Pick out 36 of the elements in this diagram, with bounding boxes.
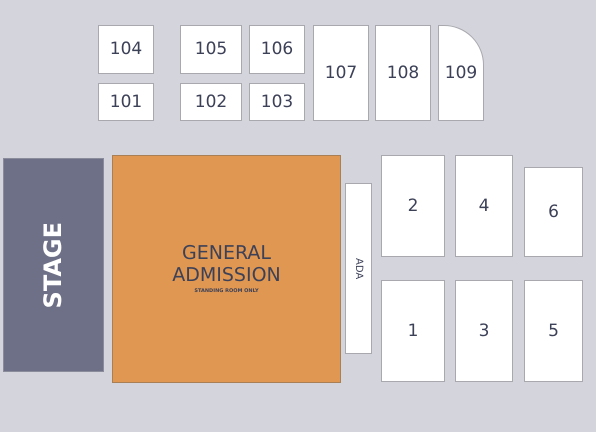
section-number: 102 [194,92,228,112]
seating-section [438,25,484,121]
stage-area [3,158,104,372]
standing-area [112,155,341,383]
section-number: 104 [110,40,142,59]
section-number: 108 [386,64,420,82]
section-number: 103 [260,92,294,112]
seating-section [524,280,583,382]
section-label: ADA [353,258,364,280]
section-number: 107 [324,64,358,82]
stage-label: STAGE [40,222,67,308]
seating-section [381,155,445,257]
seating-section [375,25,431,121]
seating-section [180,25,242,74]
seating-section [98,25,154,74]
seating-section [381,280,445,382]
section-number: 2 [408,196,418,216]
section-number: 3 [478,322,490,340]
section-number: 101 [110,92,142,112]
section-number: 106 [260,40,294,59]
section-number: 109 [444,64,478,82]
seating-section [524,167,583,257]
section-number: 6 [548,202,559,222]
seating-section [249,83,305,121]
seating-section [98,83,154,121]
seating-section [455,155,513,257]
section-number: 4 [478,196,490,216]
section-number: 1 [408,322,418,340]
seating-section [313,25,369,121]
area-title: GENERAL ADMISSION [171,243,282,288]
seating-section [249,25,305,74]
seating-section [455,280,513,382]
seating-section [180,83,242,121]
section-number: 105 [194,40,228,59]
section-number: 5 [548,322,559,340]
accessible-section [345,183,372,354]
